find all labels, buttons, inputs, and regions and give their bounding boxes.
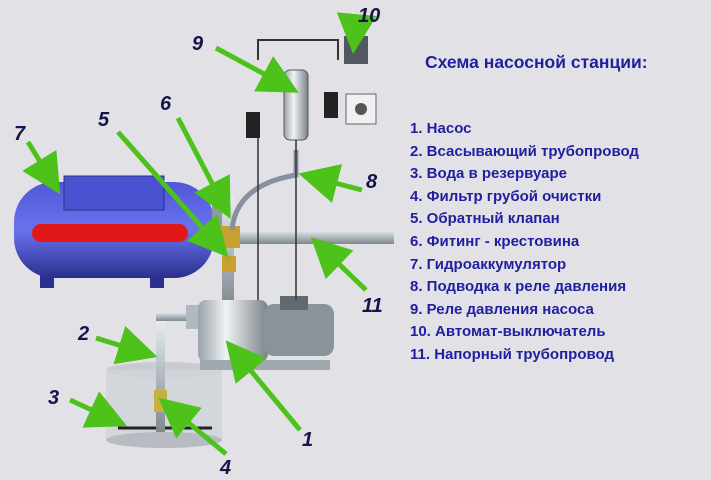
- callout-arrows: [22, 12, 377, 456]
- callout-4: 4: [219, 457, 231, 479]
- callout-3: 3: [48, 387, 59, 409]
- callout-10: 10: [358, 5, 380, 27]
- legend-item: 3. Вода в резервуаре: [410, 165, 568, 183]
- legend-item: 6. Фитинг - крестовина: [410, 232, 580, 250]
- callout-5: 5: [98, 109, 110, 131]
- pump: [186, 296, 334, 370]
- legend-item: 4. Фильтр грубой очистки: [410, 187, 602, 205]
- callout-8: 8: [366, 171, 378, 193]
- accumulator-tank: [14, 175, 226, 288]
- callout-2: 2: [77, 323, 89, 345]
- callout-1: 1: [302, 429, 313, 451]
- legend-item: 10. Автомат-выключатель: [410, 323, 606, 341]
- diagram-title: Схема насосной станции:: [425, 52, 648, 72]
- legend-item: 8. Подводка к реле давления: [410, 278, 627, 296]
- legend-list: 1. Насос 2. Всасывающий трубопровод 3. В…: [410, 118, 639, 367]
- pressure-relay: [246, 36, 377, 300]
- legend-item: 9. Реле давления насоса: [410, 300, 594, 318]
- callout-11: 11: [362, 295, 383, 317]
- callout-9: 9: [192, 33, 204, 55]
- legend-item: 7. Гидроаккумулятор: [410, 255, 567, 273]
- legend-item: 11. Напорный трубопровод: [410, 345, 614, 363]
- legend-item: 2. Всасывающий трубопровод: [410, 142, 639, 160]
- callout-6: 6: [160, 93, 172, 115]
- callout-7: 7: [14, 123, 26, 145]
- legend-item: 5. Обратный клапан: [410, 210, 560, 228]
- legend-item: 1. Насос: [410, 120, 472, 137]
